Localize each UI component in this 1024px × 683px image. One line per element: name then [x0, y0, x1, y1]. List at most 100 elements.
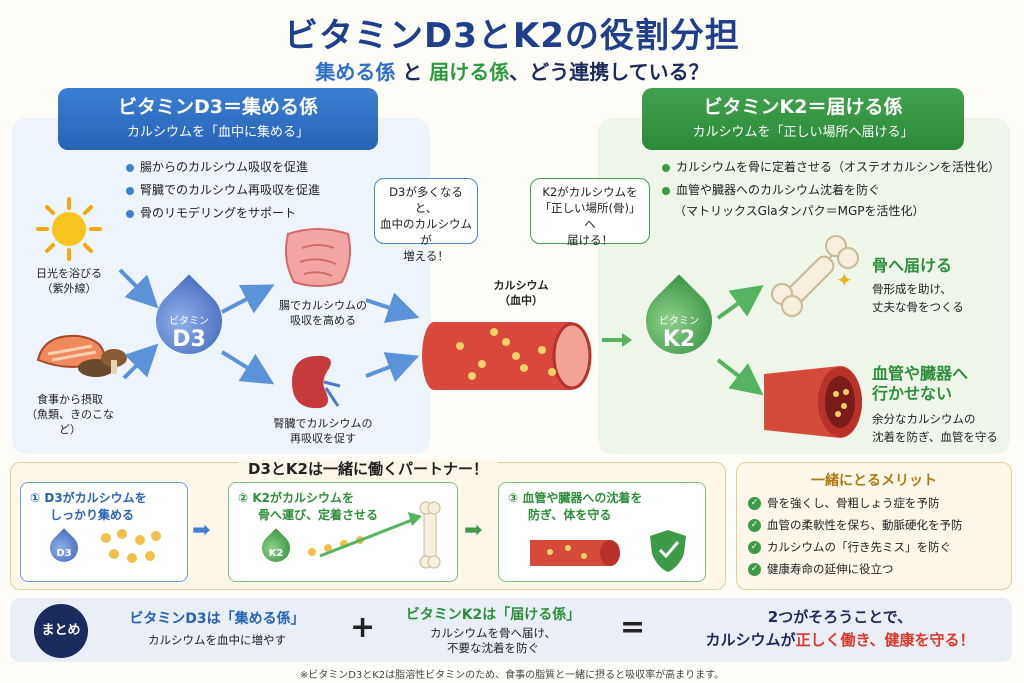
- k2-speech-bubble: K2がカルシウムを 「正しい場所(骨)」へ 届ける！: [530, 178, 650, 247]
- summary-plus: +: [350, 610, 376, 645]
- shield-icon: [650, 530, 686, 572]
- d3-header-sub: カルシウムを「血中に集める」: [126, 125, 309, 140]
- k2-bubble-line: K2がカルシウムを: [542, 185, 638, 199]
- summary-k2-desc: カルシウムを骨へ届け、: [430, 626, 556, 640]
- benefit-item: ✓ 健康寿命の延伸に役立つ: [748, 558, 963, 580]
- d3-bullets: 腸からのカルシウム吸収を促進 腎臓でのカルシウム再吸収を促進 骨のリモデリングを…: [126, 156, 320, 225]
- footnote: ※ビタミンD3とK2は脂溶性ビタミンのため、食事の脂質と一緒に摂ると吸収率が高ま…: [299, 670, 725, 681]
- d3-header-title: ビタミンD3＝集める係: [118, 96, 318, 118]
- step-arrow-icon: ➡: [464, 518, 483, 543]
- d3-drop-text: ビタミン D3: [156, 312, 222, 352]
- step-line: D3がカルシウムを: [44, 491, 147, 505]
- step-line: K2がカルシウムを: [252, 491, 355, 505]
- summary-equals: =: [620, 610, 646, 645]
- d3-speech-bubble: D3が多くなると、 血中のカルシウムが 増える！: [374, 178, 478, 263]
- bone-desc-line: 骨形成を助け、: [872, 282, 952, 296]
- d3-bullet: 腸からのカルシウム吸収を促進: [126, 156, 320, 179]
- benefit-text: 骨を強くし、骨粗しょう症を予防: [767, 496, 940, 510]
- k2-bubble-line: 「正しい場所(骨)」へ: [539, 201, 641, 231]
- vessel-title: 血管や臓器へ 行かせない: [872, 364, 968, 404]
- d3-bubble-line: D3が多くなると、: [389, 185, 463, 215]
- summary-result-highlight: 正しく働き、健康を守る！: [795, 631, 975, 649]
- k2-header-title: ビタミンK2＝届ける係: [703, 96, 903, 118]
- benefit-text: カルシウムの「行き先ミス」を防ぐ: [767, 540, 951, 554]
- benefit-item: ✓ 骨を強くし、骨粗しょう症を予防: [748, 492, 963, 514]
- d3-bullet: 骨のリモデリングをサポート: [126, 202, 320, 225]
- food-label-line: （魚類、きのこなど）: [26, 408, 114, 436]
- check-icon: ✓: [748, 497, 761, 510]
- k2-drop-text: ビタミン K2: [646, 312, 712, 352]
- deliver-to-bone-icon: [308, 501, 441, 569]
- check-icon: ✓: [748, 519, 761, 532]
- food-label-line: 食事から摂取: [37, 393, 103, 406]
- intestine-label-line: 腸でカルシウムの: [279, 299, 367, 312]
- step-card-1: [20, 482, 188, 582]
- to-vessel-arrows: [365, 292, 420, 383]
- subtitle-and: と: [395, 60, 430, 84]
- sun-label-line: （紫外線）: [41, 282, 97, 295]
- d3-bubble-line: 血中のカルシウムが: [380, 217, 472, 247]
- protected-vessel-icon: [764, 366, 862, 438]
- summary-k2-desc: 不要な沈着を防ぐ: [447, 641, 539, 655]
- d3-drop-name: D3: [172, 327, 206, 352]
- summary-badge: まとめ: [34, 604, 88, 658]
- benefit-text: 健康寿命の延伸に役立つ: [767, 562, 894, 576]
- vessel-label-line: （血中）: [499, 294, 543, 307]
- summary-d3-desc: カルシウムを血中に増やす: [148, 633, 286, 647]
- k2-mini-label: K2: [268, 548, 284, 559]
- intestine-label: 腸でカルシウムの 吸収を高める: [268, 298, 378, 328]
- benefit-item: ✓ 血管の柔軟性を保ち、動脈硬化を予防: [748, 514, 963, 536]
- vessel-desc-line: 余分なカルシウムの: [872, 412, 976, 426]
- k2-bullet: 血管や臓器へのカルシウム沈着を防ぐ: [662, 179, 1000, 202]
- vessel-label-line: カルシウム: [493, 279, 549, 292]
- k2-drop-name: K2: [662, 327, 696, 352]
- k2-header: ビタミンK2＝届ける係 カルシウムを「正しい場所へ届ける」: [642, 88, 964, 150]
- step-line: 骨へ運び、定着させる: [258, 508, 379, 522]
- kidney-label-line: 再吸収を促す: [290, 432, 356, 445]
- intestine-icon: [285, 228, 351, 287]
- bone-desc: 骨形成を助け、 丈夫な骨をつくる: [872, 280, 964, 316]
- summary-d3: ビタミンD3は「集める係」 カルシウムを血中に増やす: [112, 608, 322, 648]
- d3-arrows: [118, 268, 275, 385]
- k2-bullets: カルシウムを骨に定着させる（オステオカルシンを活性化） 血管や臓器へのカルシウム…: [662, 156, 1000, 202]
- summary-bar: [10, 598, 1012, 662]
- k2-bullet: カルシウムを骨に定着させる（オステオカルシンを活性化）: [662, 156, 1000, 179]
- kidney-icon: [292, 355, 341, 409]
- subtitle-collect: 集める係: [315, 60, 396, 84]
- benefit-item: ✓ カルシウムの「行き先ミス」を防ぐ: [748, 536, 963, 558]
- subtitle-deliver: 届ける係: [429, 60, 510, 84]
- salmon-mushroom-icon: [36, 334, 127, 377]
- d3-mini-label: D3: [56, 548, 72, 559]
- partner-title: D3とK2は一緒に働くパートナー！: [238, 460, 498, 478]
- vessel-desc-line: 沈着を防ぎ、血管を守る: [872, 430, 998, 444]
- blood-vessel-icon: [422, 322, 592, 390]
- k2-bubble-line: 届ける！: [567, 233, 613, 247]
- step-line: 血管や臓器への沈着を: [522, 491, 643, 505]
- summary-d3-title: ビタミンD3は「集める係」: [129, 611, 305, 627]
- food-label: 食事から摂取 （魚類、きのこなど）: [20, 392, 120, 437]
- summary-k2: ビタミンK2は「届ける係」 カルシウムを骨へ届け、 不要な沈着を防ぐ: [390, 604, 596, 656]
- check-icon: ✓: [748, 541, 761, 554]
- d3-panel: [12, 118, 430, 454]
- step-number: ②: [238, 491, 249, 505]
- step-arrow-icon: ➡: [192, 518, 211, 543]
- d3-bullet: 腎臓でのカルシウム再吸収を促進: [126, 179, 320, 202]
- sun-label: 日光を浴びる （紫外線）: [22, 266, 116, 296]
- intestine-label-line: 吸収を高める: [290, 314, 356, 327]
- check-icon: ✓: [748, 563, 761, 576]
- vessel-title-line: 行かせない: [872, 384, 953, 403]
- sun-icon: [36, 197, 102, 261]
- step-line: しっかり集める: [50, 508, 135, 522]
- step-text-1: ① D3がカルシウムを しっかり集める: [30, 490, 147, 524]
- k2-bullet-sub: （マトリックスGlaタンパク＝MGPを活性化）: [674, 204, 925, 218]
- summary-result-line: 2つがそろうことで、: [767, 608, 913, 626]
- vessel-desc: 余分なカルシウムの 沈着を防ぎ、血管を守る: [872, 410, 998, 446]
- sparkle-icon: ✦: [836, 268, 853, 292]
- sun-label-line: 日光を浴びる: [36, 267, 102, 280]
- benefits-list: ✓ 骨を強くし、骨粗しょう症を予防 ✓ 血管の柔軟性を保ち、動脈硬化を予防 ✓ カルシ…: [748, 492, 963, 580]
- partner-title-wrap: D3とK2は一緒に働くパートナー！: [10, 458, 726, 479]
- page-title: ビタミンD3とK2の役割分担: [284, 16, 740, 56]
- step-number: ①: [30, 491, 41, 505]
- summary-k2-title: ビタミンK2は「届ける係」: [405, 607, 581, 623]
- benefit-text: 血管の柔軟性を保ち、動脈硬化を予防: [767, 518, 963, 532]
